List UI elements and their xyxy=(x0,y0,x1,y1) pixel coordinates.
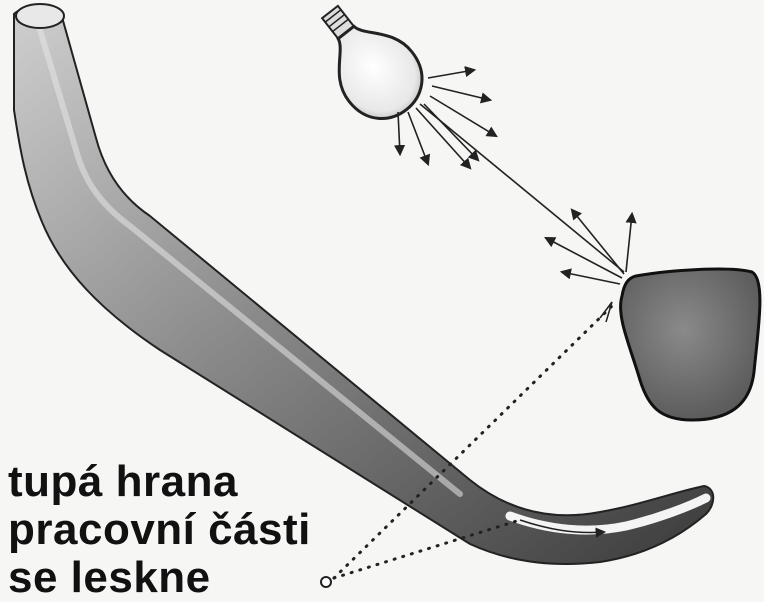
reflected-rays xyxy=(546,210,632,284)
light-bulb-icon xyxy=(298,0,437,134)
caption: tupá hrana pracovní části se leskne xyxy=(8,458,311,602)
caption-line-1: tupá hrana xyxy=(8,458,311,506)
tooth xyxy=(621,269,760,420)
light-rays xyxy=(398,70,624,272)
observer-eye-point xyxy=(321,577,331,587)
caption-line-3: se leskne xyxy=(8,554,311,602)
instrument-end xyxy=(16,4,64,28)
caption-line-2: pracovní části xyxy=(8,506,311,554)
